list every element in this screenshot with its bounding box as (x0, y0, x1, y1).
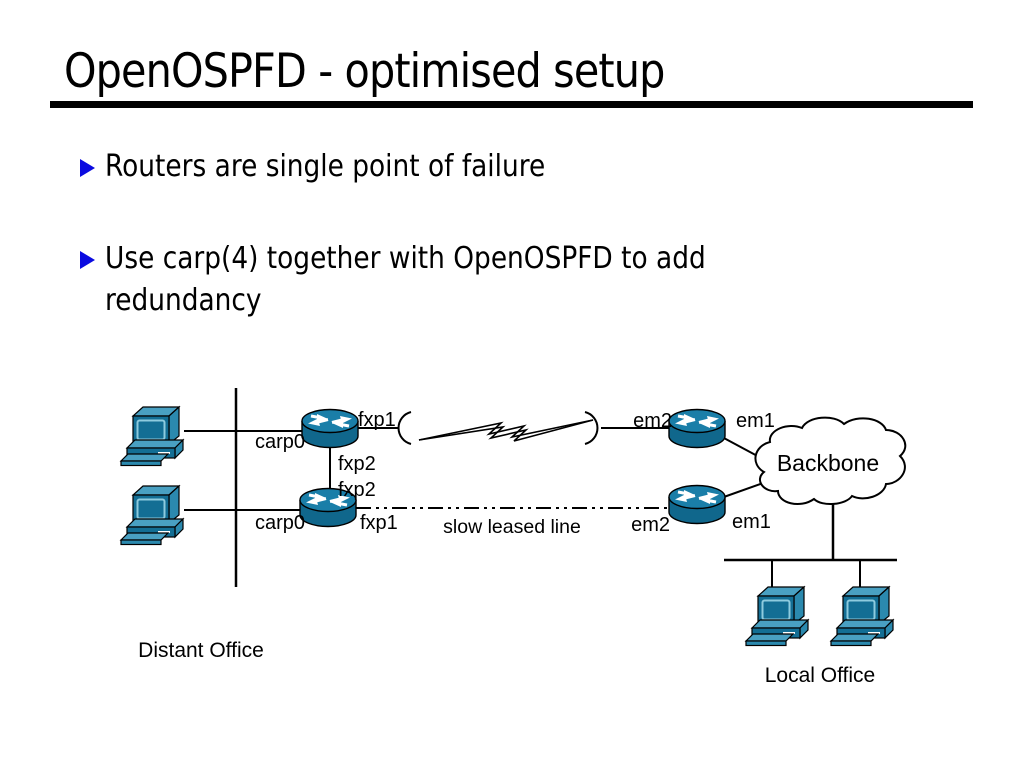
router-icon-local-top (667, 408, 727, 449)
label-carp0-bottom: carp0 (255, 512, 305, 534)
title-underline (50, 101, 973, 108)
label-local-office: Local Office (765, 664, 876, 687)
bullet-text-2-line-1: Use carp(4) together with OpenOSPFD to a… (105, 241, 706, 276)
label-em1-bottom: em1 (732, 511, 771, 533)
workstation-icon-distant-1 (120, 406, 184, 467)
label-fxp2-upper: fxp2 (338, 453, 376, 475)
bullet-text-2: Use carp(4) together with OpenOSPFD to a… (105, 238, 706, 322)
wan-arc-left (397, 411, 412, 445)
wan-arc-right (584, 411, 599, 445)
label-slow-leased-line: slow leased line (443, 516, 581, 538)
label-fxp2-lower: fxp2 (338, 479, 376, 501)
page-title: OpenOSPFD - optimised setup (64, 44, 665, 99)
lightning-bolt-top-edge (418, 419, 594, 441)
bullet-triangle-icon (80, 251, 95, 269)
label-distant-office: Distant Office (138, 639, 264, 662)
workstation-icon-local-2 (830, 586, 894, 647)
router-icon-local-bottom (667, 484, 727, 525)
bullet-triangle-icon (80, 159, 95, 177)
router-icon-distant-top (300, 408, 360, 449)
label-em2-top: em2 (633, 410, 672, 432)
label-carp0-top: carp0 (255, 431, 305, 453)
label-fxp1-top: fxp1 (358, 409, 396, 431)
backbone-cloud (754, 416, 907, 506)
bullet-item-2: Use carp(4) together with OpenOSPFD to a… (80, 238, 788, 322)
label-em1-top: em1 (736, 410, 775, 432)
bullet-text-1: Routers are single point of failure (105, 149, 546, 184)
workstation-icon-distant-2 (120, 485, 184, 546)
bullet-item-1: Routers are single point of failure (80, 146, 605, 188)
lightning-bolt-bottom-edge (418, 419, 594, 442)
bullet-text-2-line-2: redundancy (105, 283, 262, 318)
label-backbone: Backbone (777, 450, 879, 476)
workstation-icon-local-1 (745, 586, 809, 647)
label-em2-bottom: em2 (631, 514, 670, 536)
label-fxp1-bottom: fxp1 (360, 512, 398, 534)
